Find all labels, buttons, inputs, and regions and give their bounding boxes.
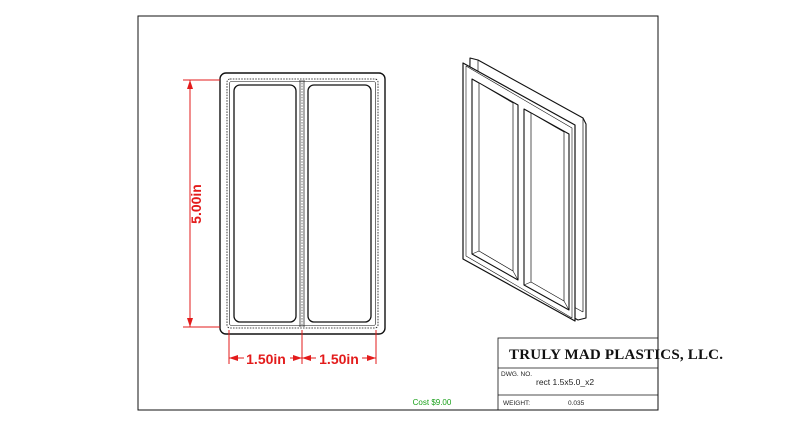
sheet-border xyxy=(137,15,659,411)
dim-width-left-label: 1.50in xyxy=(246,351,286,367)
company-name: TRULY MAD PLASTICS, LLC. xyxy=(509,347,723,363)
dwg-no-value: rect 1.5x5.0_x2 xyxy=(536,377,594,387)
dim-width-right-label: 1.50in xyxy=(319,351,359,367)
cost-label: Cost $9.00 xyxy=(413,398,452,407)
dim-height-label: 5.00in xyxy=(188,184,204,224)
front-cavity-left xyxy=(233,84,297,323)
isometric-view xyxy=(462,57,587,322)
dwg-no-label: DWG. NO. xyxy=(501,371,532,378)
front-inner-border xyxy=(229,81,376,326)
weight-label: WEIGHT: xyxy=(503,400,530,407)
title-block xyxy=(497,337,659,411)
weight-value: 0.035 xyxy=(568,400,585,407)
front-hatched-border xyxy=(226,78,379,329)
front-outer-outline xyxy=(219,72,386,335)
front-view xyxy=(219,72,386,335)
front-cavity-right xyxy=(307,84,372,323)
